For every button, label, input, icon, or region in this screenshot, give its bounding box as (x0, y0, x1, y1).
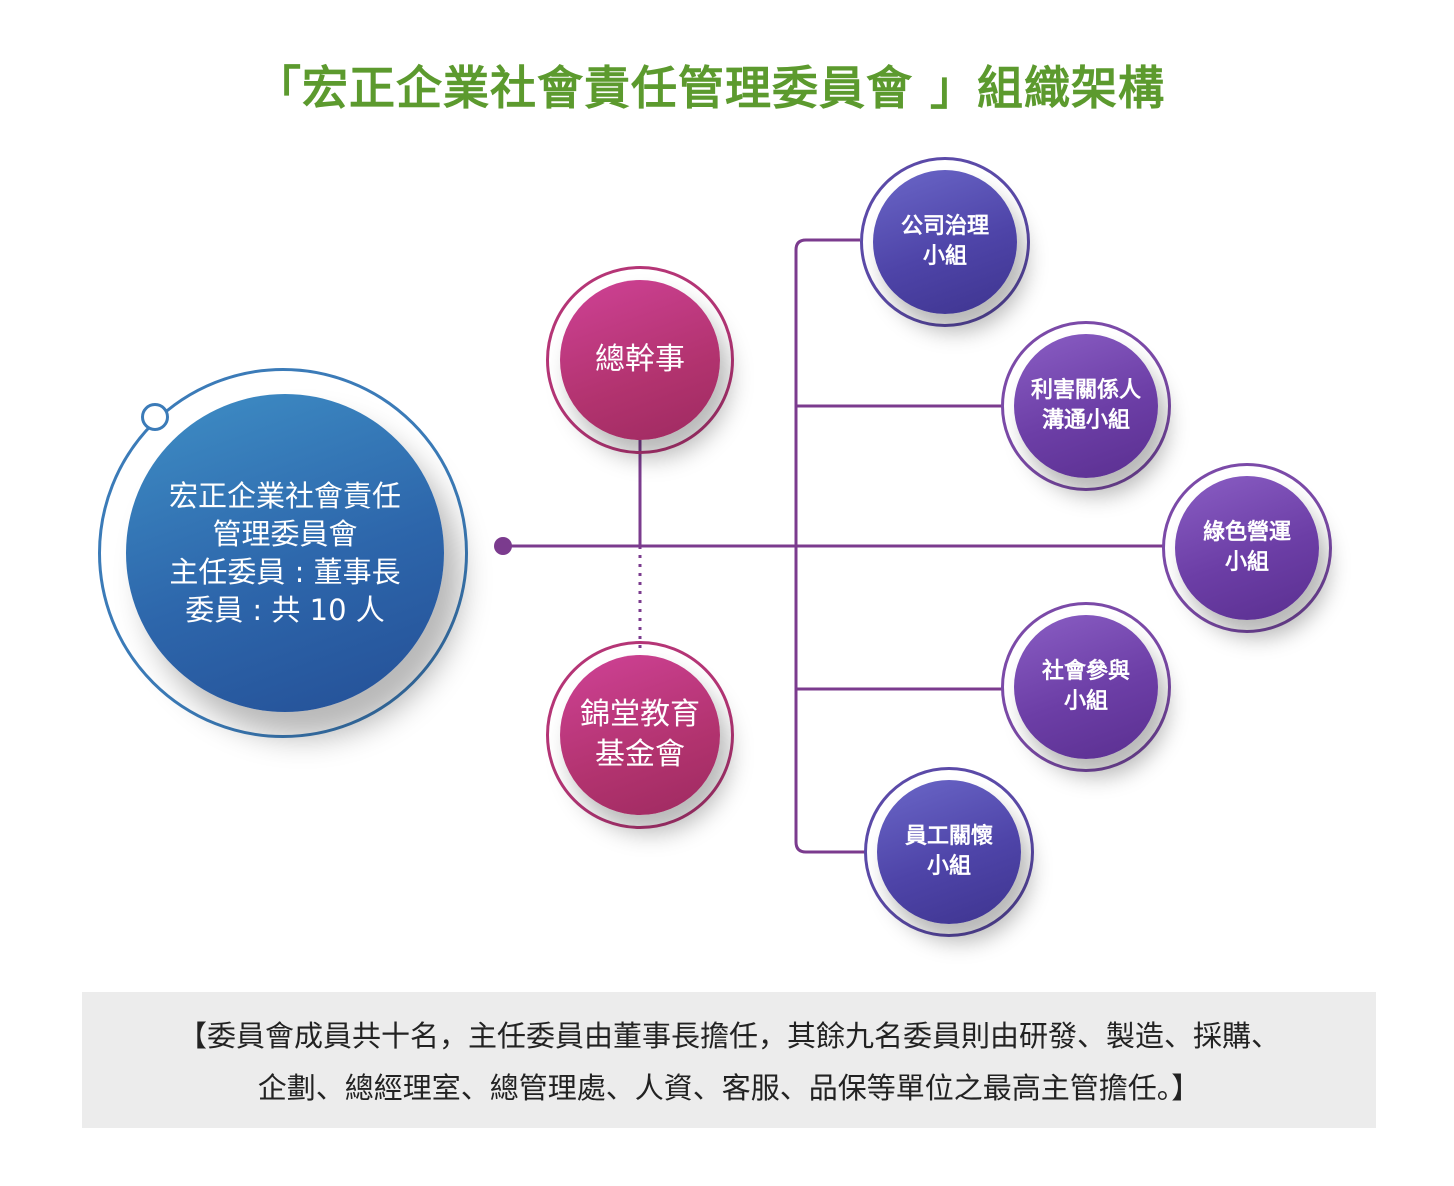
green-group-node: 綠色營運 小組 (1175, 476, 1319, 620)
main-node-line-2: 管理委員會 (212, 517, 358, 551)
green-line-1: 綠色營運 (1202, 520, 1291, 545)
social-group-node: 社會參與 小組 (1014, 615, 1158, 759)
green-node-ring (1162, 463, 1332, 633)
foundation-node-line-2: 基金會 (595, 737, 685, 772)
main-committee-node: 宏正企業社會責任 管理委員會 主任委員 : 董事長 委員 : 共 10 人 (126, 394, 444, 712)
governance-line-1: 公司治理 (900, 214, 989, 239)
page-title: 「宏正企業社會責任管理委員會 」組織架構 (254, 61, 1165, 115)
stakeholder-node-ring (1001, 321, 1171, 491)
stakeholder-line-1: 利害關係人 (1030, 378, 1141, 403)
secretary-node-label: 總幹事 (595, 342, 685, 377)
membership-note: 【委員會成員共十名，主任委員由董事長擔任，其餘九名委員則由研發、製造、採購、 企… (82, 992, 1376, 1128)
social-line-1: 社會參與 (1041, 659, 1130, 684)
employee-line-2: 小組 (926, 854, 971, 879)
secretary-node-ring (546, 266, 734, 454)
connector-dot (494, 537, 512, 555)
note-line-2: 企劃、總經理室、總管理處、人資、客服、品保等單位之最高主管擔任。】 (257, 1071, 1201, 1105)
stakeholder-line-2: 溝通小組 (1041, 408, 1130, 433)
employee-node-ring (864, 767, 1034, 937)
main-node-line-1: 宏正企業社會責任 (168, 479, 401, 513)
governance-node-ring (860, 157, 1030, 327)
employee-line-1: 員工關懷 (904, 824, 993, 849)
main-node-ring-knob (141, 403, 169, 431)
foundation-node-line-1: 錦堂教育 (580, 697, 700, 732)
social-node-ring (1001, 602, 1171, 772)
note-line-1: 【委員會成員共十名，主任委員由董事長擔任，其餘九名委員則由研發、製造、採購、 (177, 1019, 1280, 1053)
foundation-node-ring (546, 641, 734, 829)
foundation-node: 錦堂教育 基金會 (560, 655, 720, 815)
branch-bracket (794, 238, 866, 854)
employee-group-node: 員工關懷 小組 (877, 780, 1021, 924)
secretary-node: 總幹事 (560, 280, 720, 440)
main-node-line-4: 委員 : 共 10 人 (185, 593, 385, 627)
governance-line-2: 小組 (922, 244, 967, 269)
green-line-2: 小組 (1224, 550, 1269, 575)
main-node-ring (98, 368, 468, 738)
main-node-line-3: 主任委員 : 董事長 (169, 555, 401, 589)
social-line-2: 小組 (1063, 689, 1108, 714)
governance-group-node: 公司治理 小組 (873, 170, 1017, 314)
stakeholder-group-node: 利害關係人 溝通小組 (1014, 334, 1158, 478)
